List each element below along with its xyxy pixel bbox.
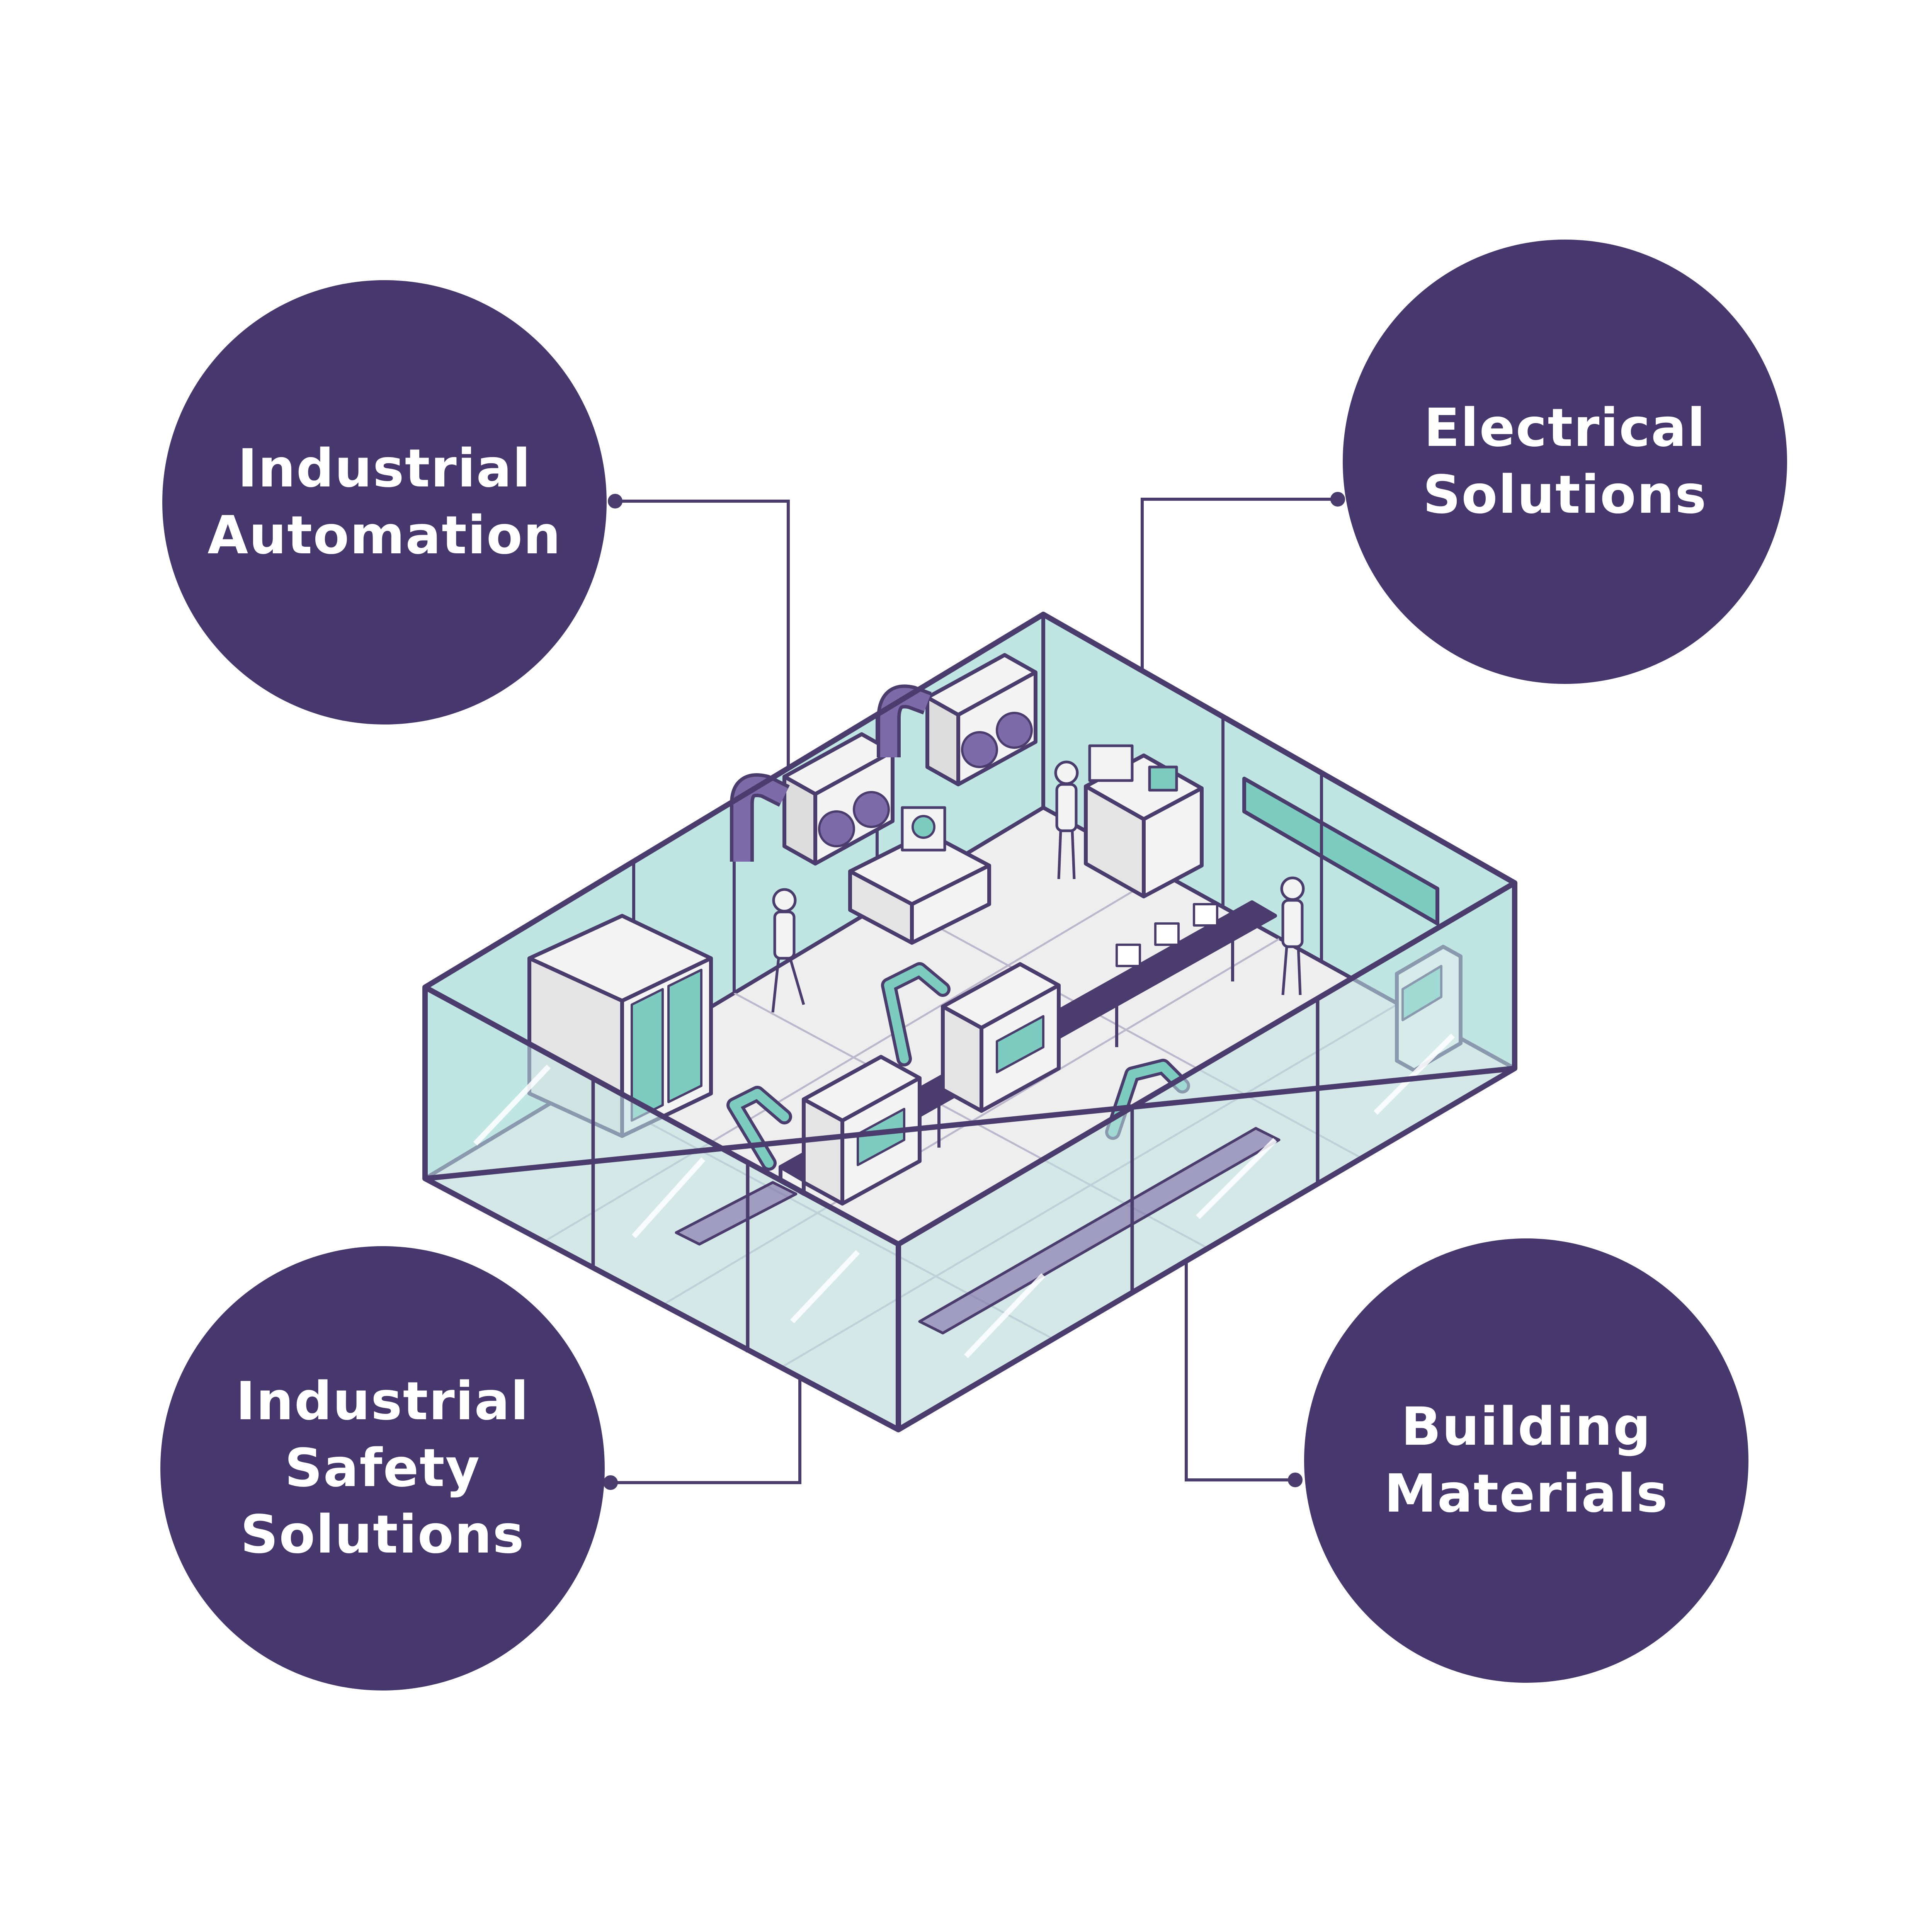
worker-figures: [771, 760, 1305, 1013]
extractor-fan-2: [925, 653, 1037, 786]
connector-dot-bl: [603, 1475, 618, 1490]
operator-desk: [1084, 744, 1204, 898]
bubble-label-industrial-automation: Industrial Automation: [207, 435, 561, 569]
connector-dot-br: [1288, 1473, 1303, 1487]
connector-dot-tl: [608, 494, 622, 509]
bubble-label-electrical-solutions: Electrical Solutions: [1423, 395, 1707, 528]
bubble-electrical-solutions: Electrical Solutions: [1343, 240, 1787, 684]
bubble-line: Solutions: [240, 1504, 525, 1566]
bubble-label-building-materials: Building Materials: [1384, 1394, 1668, 1527]
worker-1: [772, 888, 797, 913]
front-conveyors: [675, 1127, 1281, 1335]
extractor-fan-1: [782, 732, 895, 866]
bubble-line: Electrical: [1423, 398, 1706, 459]
bubble-building-materials: Building Materials: [1304, 1238, 1748, 1683]
bubble-industrial-automation: Industrial Automation: [162, 280, 607, 724]
glass-reflections: [473, 1034, 1455, 1358]
back-window: [1242, 777, 1439, 925]
factory-room: [422, 612, 1517, 1432]
robot-arms: [726, 962, 1190, 1171]
connector-lines: [603, 492, 1345, 1490]
worker-3: [1280, 876, 1305, 901]
bubble-line: Materials: [1384, 1463, 1668, 1524]
connector-dot-tr: [1330, 492, 1345, 507]
bubble-line: Safety: [284, 1437, 481, 1499]
cnc-machine-1: [802, 1055, 922, 1206]
bubble-line: Solutions: [1423, 464, 1707, 526]
worker-2: [1054, 760, 1079, 785]
front-mullions: [591, 999, 1320, 1352]
bubble-line: Building: [1401, 1396, 1651, 1458]
bubble-line: Industrial: [238, 438, 531, 500]
connector-building-materials: [1185, 1256, 1295, 1481]
cnc-machine-2: [941, 962, 1061, 1113]
room-base: [422, 1066, 1517, 1432]
connector-industrial-safety: [611, 1372, 801, 1484]
connector-electrical-solutions: [1141, 498, 1338, 672]
bubble-line: Automation: [207, 505, 561, 566]
bubble-line: Industrial: [236, 1371, 529, 1432]
bubble-label-industrial-safety-solutions: Industrial Safety Solutions: [236, 1368, 529, 1568]
bubble-industrial-safety-solutions: Industrial Safety Solutions: [160, 1246, 605, 1690]
connector-industrial-automation: [615, 500, 790, 769]
control-desk: [848, 806, 991, 945]
